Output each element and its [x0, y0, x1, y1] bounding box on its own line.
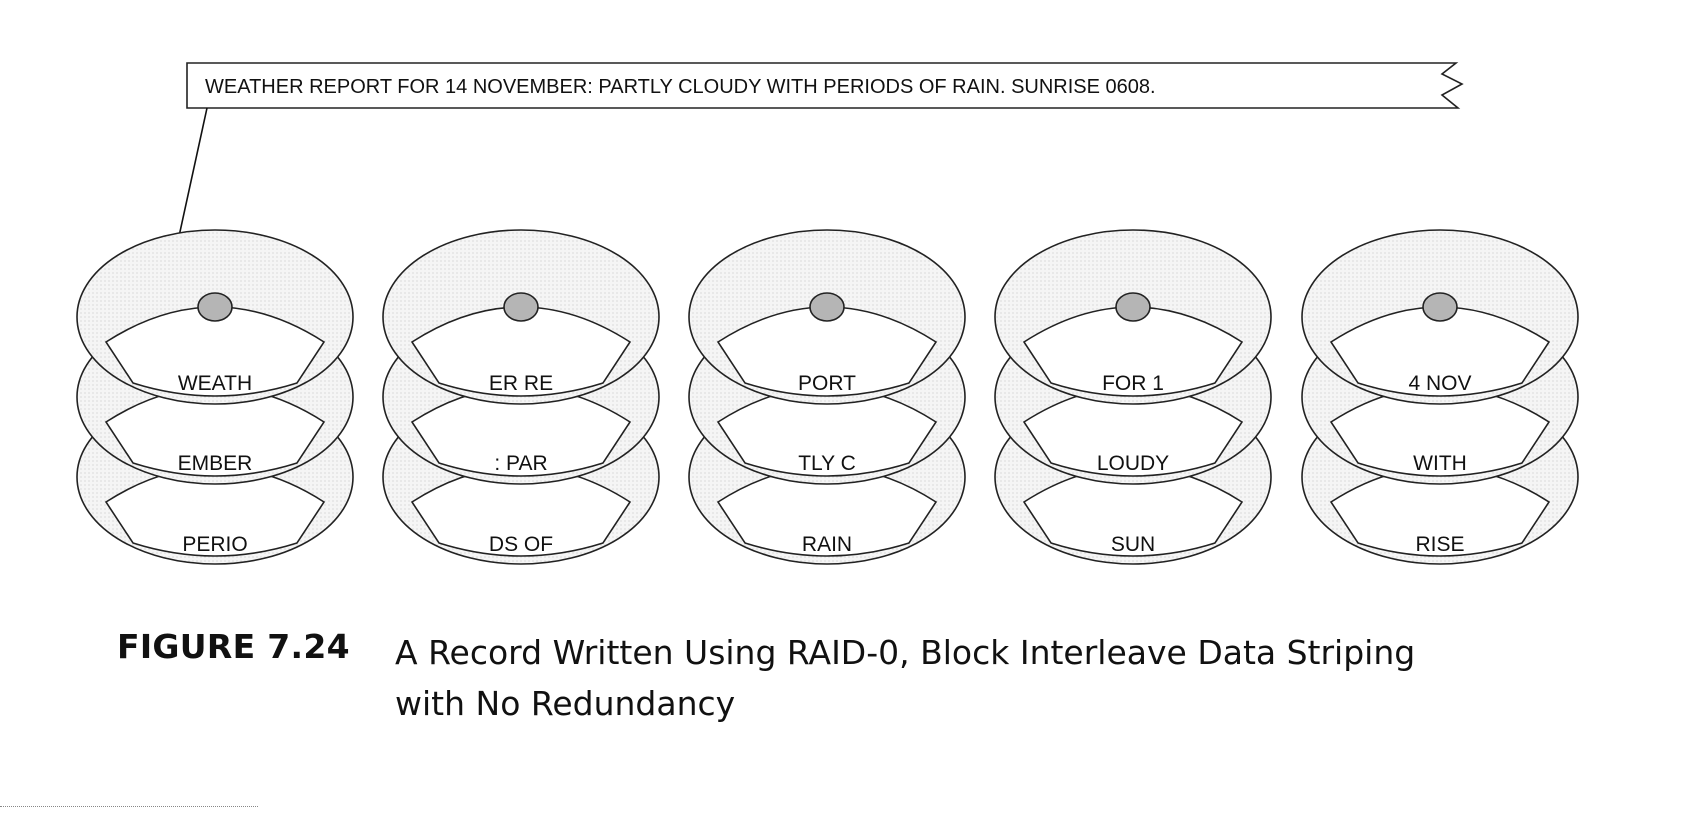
disk-2: DS OF : PAR ER RE — [382, 229, 660, 565]
block-label: PORT — [798, 372, 856, 395]
disk-4: SUN LOUDY FOR 1 — [994, 229, 1272, 565]
weather-report-banner: WEATHER REPORT FOR 14 NOVEMBER: PARTLY C… — [186, 62, 1464, 109]
disk-array: PERIO EMBER WEATH DS OF : PAR ER RE RAIN TLY C P… — [76, 229, 1579, 565]
data-block — [1329, 306, 1551, 397]
spindle-hole — [1115, 292, 1151, 322]
caption-line-1: A Record Written Using RAID-0, Block Int… — [395, 633, 1416, 672]
block-label: PERIO — [182, 533, 247, 556]
block-label: RISE — [1415, 533, 1464, 556]
disk-5: RISE WITH 4 NOV — [1301, 229, 1579, 565]
platter: 4 NOV — [1301, 229, 1579, 405]
block-label: : PAR — [494, 452, 547, 475]
caption-line-2: with No Redundancy — [395, 684, 736, 723]
block-label: LOUDY — [1097, 452, 1169, 475]
spindle-hole — [503, 292, 539, 322]
platter: WEATH — [76, 229, 354, 405]
block-label: FOR 1 — [1102, 372, 1164, 395]
block-label: 4 NOV — [1408, 372, 1471, 395]
block-label: RAIN — [802, 533, 852, 556]
data-block — [104, 306, 326, 397]
figure-number: FIGURE 7.24 — [117, 627, 350, 666]
data-block — [1022, 306, 1244, 397]
platter: ER RE — [382, 229, 660, 405]
footer-rule — [0, 806, 258, 807]
spindle-hole — [809, 292, 845, 322]
block-label: EMBER — [178, 452, 253, 475]
block-label: WEATH — [178, 372, 252, 395]
platter: PORT — [688, 229, 966, 405]
block-label: DS OF — [489, 533, 553, 556]
spindle-hole — [197, 292, 233, 322]
block-label: WITH — [1413, 452, 1467, 475]
disk-3: RAIN TLY C PORT — [688, 229, 966, 565]
block-label: ER RE — [489, 372, 553, 395]
data-block — [410, 306, 632, 397]
disk-1: PERIO EMBER WEATH — [76, 229, 354, 565]
spindle-hole — [1422, 292, 1458, 322]
figure-caption: A Record Written Using RAID-0, Block Int… — [395, 627, 1595, 729]
banner-frame — [186, 62, 1464, 109]
block-label: TLY C — [798, 452, 856, 475]
banner-text: WEATHER REPORT FOR 14 NOVEMBER: PARTLY C… — [205, 76, 1156, 98]
platter: FOR 1 — [994, 229, 1272, 405]
data-block — [716, 306, 938, 397]
block-label: SUN — [1111, 533, 1155, 556]
